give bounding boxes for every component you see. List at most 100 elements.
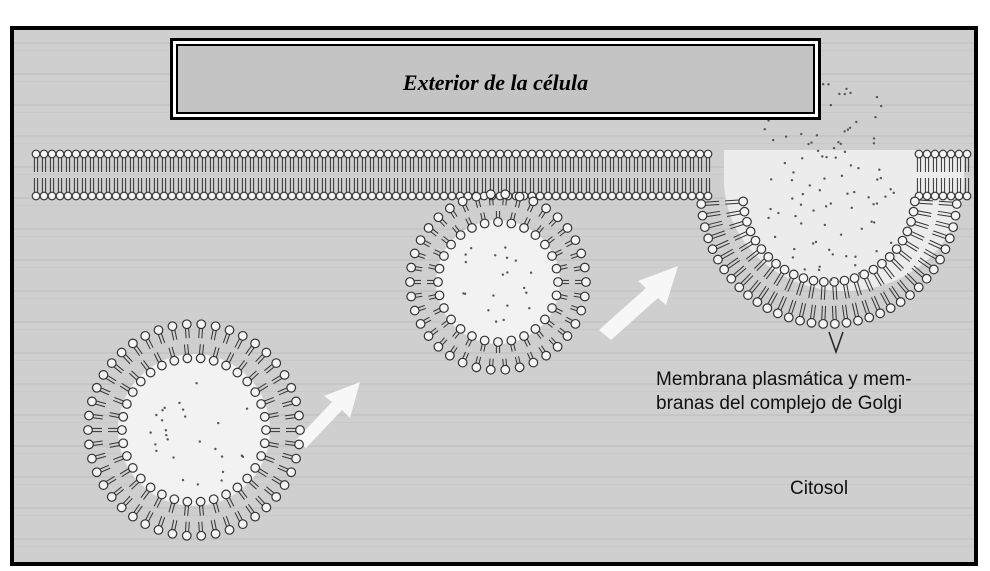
phospholipid-head-icon — [868, 264, 879, 275]
phospholipid-head-icon — [695, 149, 705, 159]
phospholipid-head-icon — [191, 191, 201, 201]
molecule-dot — [803, 268, 806, 271]
phospholipid-head-icon — [327, 191, 337, 201]
phospholipid-head-icon — [726, 273, 737, 284]
movement-arrow-icon — [296, 382, 360, 448]
phospholipid-head-icon — [87, 453, 97, 464]
phospholipid-head-icon — [415, 149, 425, 159]
phospholipid-head-icon — [263, 191, 273, 201]
phospholipid-head-icon — [153, 524, 164, 535]
phospholipid-head-icon — [423, 191, 433, 201]
molecule-dot — [854, 264, 857, 267]
phospholipid-head-icon — [607, 191, 617, 201]
phospholipid-head-icon — [31, 149, 41, 159]
phospholipid-head-icon — [579, 262, 590, 273]
phospholipid-head-icon — [271, 191, 281, 201]
phospholipid-head-icon — [119, 149, 129, 159]
phospholipid-head-icon — [431, 191, 441, 201]
phospholipid-head-icon — [167, 321, 178, 332]
phospholipid-head-icon — [169, 355, 180, 366]
phospholipid-head-icon — [495, 149, 505, 159]
molecule-dot — [494, 254, 497, 257]
phospholipid-head-icon — [631, 149, 641, 159]
phospholipid-head-icon — [962, 191, 972, 201]
molecule-dot — [221, 470, 225, 474]
molecule-dot — [522, 286, 526, 290]
phospholipid-head-icon — [938, 191, 948, 201]
molecule-dot — [469, 246, 473, 250]
phospholipid-head-icon — [663, 149, 673, 159]
molecule-dot — [812, 209, 815, 212]
molecule-dot — [878, 168, 881, 171]
molecule-dot — [832, 146, 836, 150]
molecule-dot — [827, 248, 831, 252]
molecule-dot — [818, 265, 821, 268]
phospholipid-head-icon — [221, 489, 231, 500]
phospholipid-head-icon — [145, 482, 156, 493]
phospholipid-head-icon — [231, 149, 241, 159]
molecule-dot — [791, 256, 795, 259]
phospholipid-head-icon — [159, 149, 169, 159]
molecule-dot — [464, 260, 468, 264]
phospholipid-head-icon — [559, 149, 569, 159]
molecule-dot — [843, 150, 847, 154]
phospholipid-head-icon — [719, 264, 730, 275]
phospholipid-head-icon — [181, 319, 192, 330]
molecule-dot — [839, 142, 842, 146]
phospholipid-head-icon — [319, 149, 329, 159]
molecule-dot — [196, 483, 200, 486]
phospholipid-head-icon — [671, 191, 681, 201]
phospholipid-head-icon — [175, 149, 185, 159]
phospholipid-head-icon — [259, 411, 270, 422]
membrane-figure: Exterior de la célula Membrana plasmátic… — [10, 26, 978, 566]
phospholipid-head-icon — [182, 353, 193, 364]
molecule-dot — [872, 137, 876, 140]
phospholipid-head-icon — [506, 335, 517, 346]
phospholipid-head-icon — [223, 149, 233, 159]
molecule-dot — [874, 115, 877, 119]
molecule-dot — [773, 235, 777, 239]
phospholipid-head-icon — [695, 191, 705, 201]
phospholipid-head-icon — [908, 206, 919, 217]
molecule-dot — [214, 447, 217, 451]
phospholipid-head-icon — [210, 528, 221, 539]
molecule-dot — [790, 178, 794, 182]
phospholipid-head-icon — [655, 191, 665, 201]
phospholipid-head-icon — [579, 291, 590, 302]
molecule-dot — [163, 406, 166, 410]
molecule-dot — [879, 104, 883, 108]
phospholipid-head-icon — [503, 149, 513, 159]
phospholipid-head-icon — [623, 149, 633, 159]
molecule-dot — [858, 272, 861, 275]
phospholipid-head-icon — [223, 191, 233, 201]
phospholipid-head-icon — [444, 203, 455, 214]
molecule-dot — [220, 455, 224, 458]
phospholipid-head-icon — [121, 451, 132, 461]
molecule-dot — [829, 103, 833, 107]
phospholipid-head-icon — [543, 149, 553, 159]
phospholipid-head-icon — [485, 364, 496, 375]
molecule-dot — [195, 382, 198, 385]
molecule-dot — [850, 206, 853, 210]
phospholipid-head-icon — [239, 191, 249, 201]
phospholipid-head-icon — [599, 191, 609, 201]
phospholipid-head-icon — [599, 149, 609, 159]
molecule-dot — [502, 318, 505, 322]
phospholipid-head-icon — [423, 223, 434, 233]
phospholipid-head-icon — [829, 318, 840, 329]
phospholipid-head-icon — [84, 439, 94, 450]
phospholipid-head-icon — [242, 376, 253, 387]
cytosol-label: Citosol — [790, 478, 849, 499]
phospholipid-head-icon — [127, 149, 137, 159]
phospholipid-head-icon — [208, 494, 219, 505]
phospholipid-head-icon — [261, 347, 272, 358]
phospholipid-head-icon — [519, 331, 529, 341]
phospholipid-head-icon — [551, 191, 561, 201]
molecule-dot — [872, 142, 876, 145]
phospholipid-head-icon — [771, 258, 781, 269]
phospholipid-head-icon — [91, 382, 102, 393]
molecule-dot — [504, 246, 507, 249]
phospholipid-head-icon — [471, 149, 481, 159]
phospholipid-head-icon — [439, 303, 449, 313]
phospholipid-head-icon — [183, 149, 193, 159]
